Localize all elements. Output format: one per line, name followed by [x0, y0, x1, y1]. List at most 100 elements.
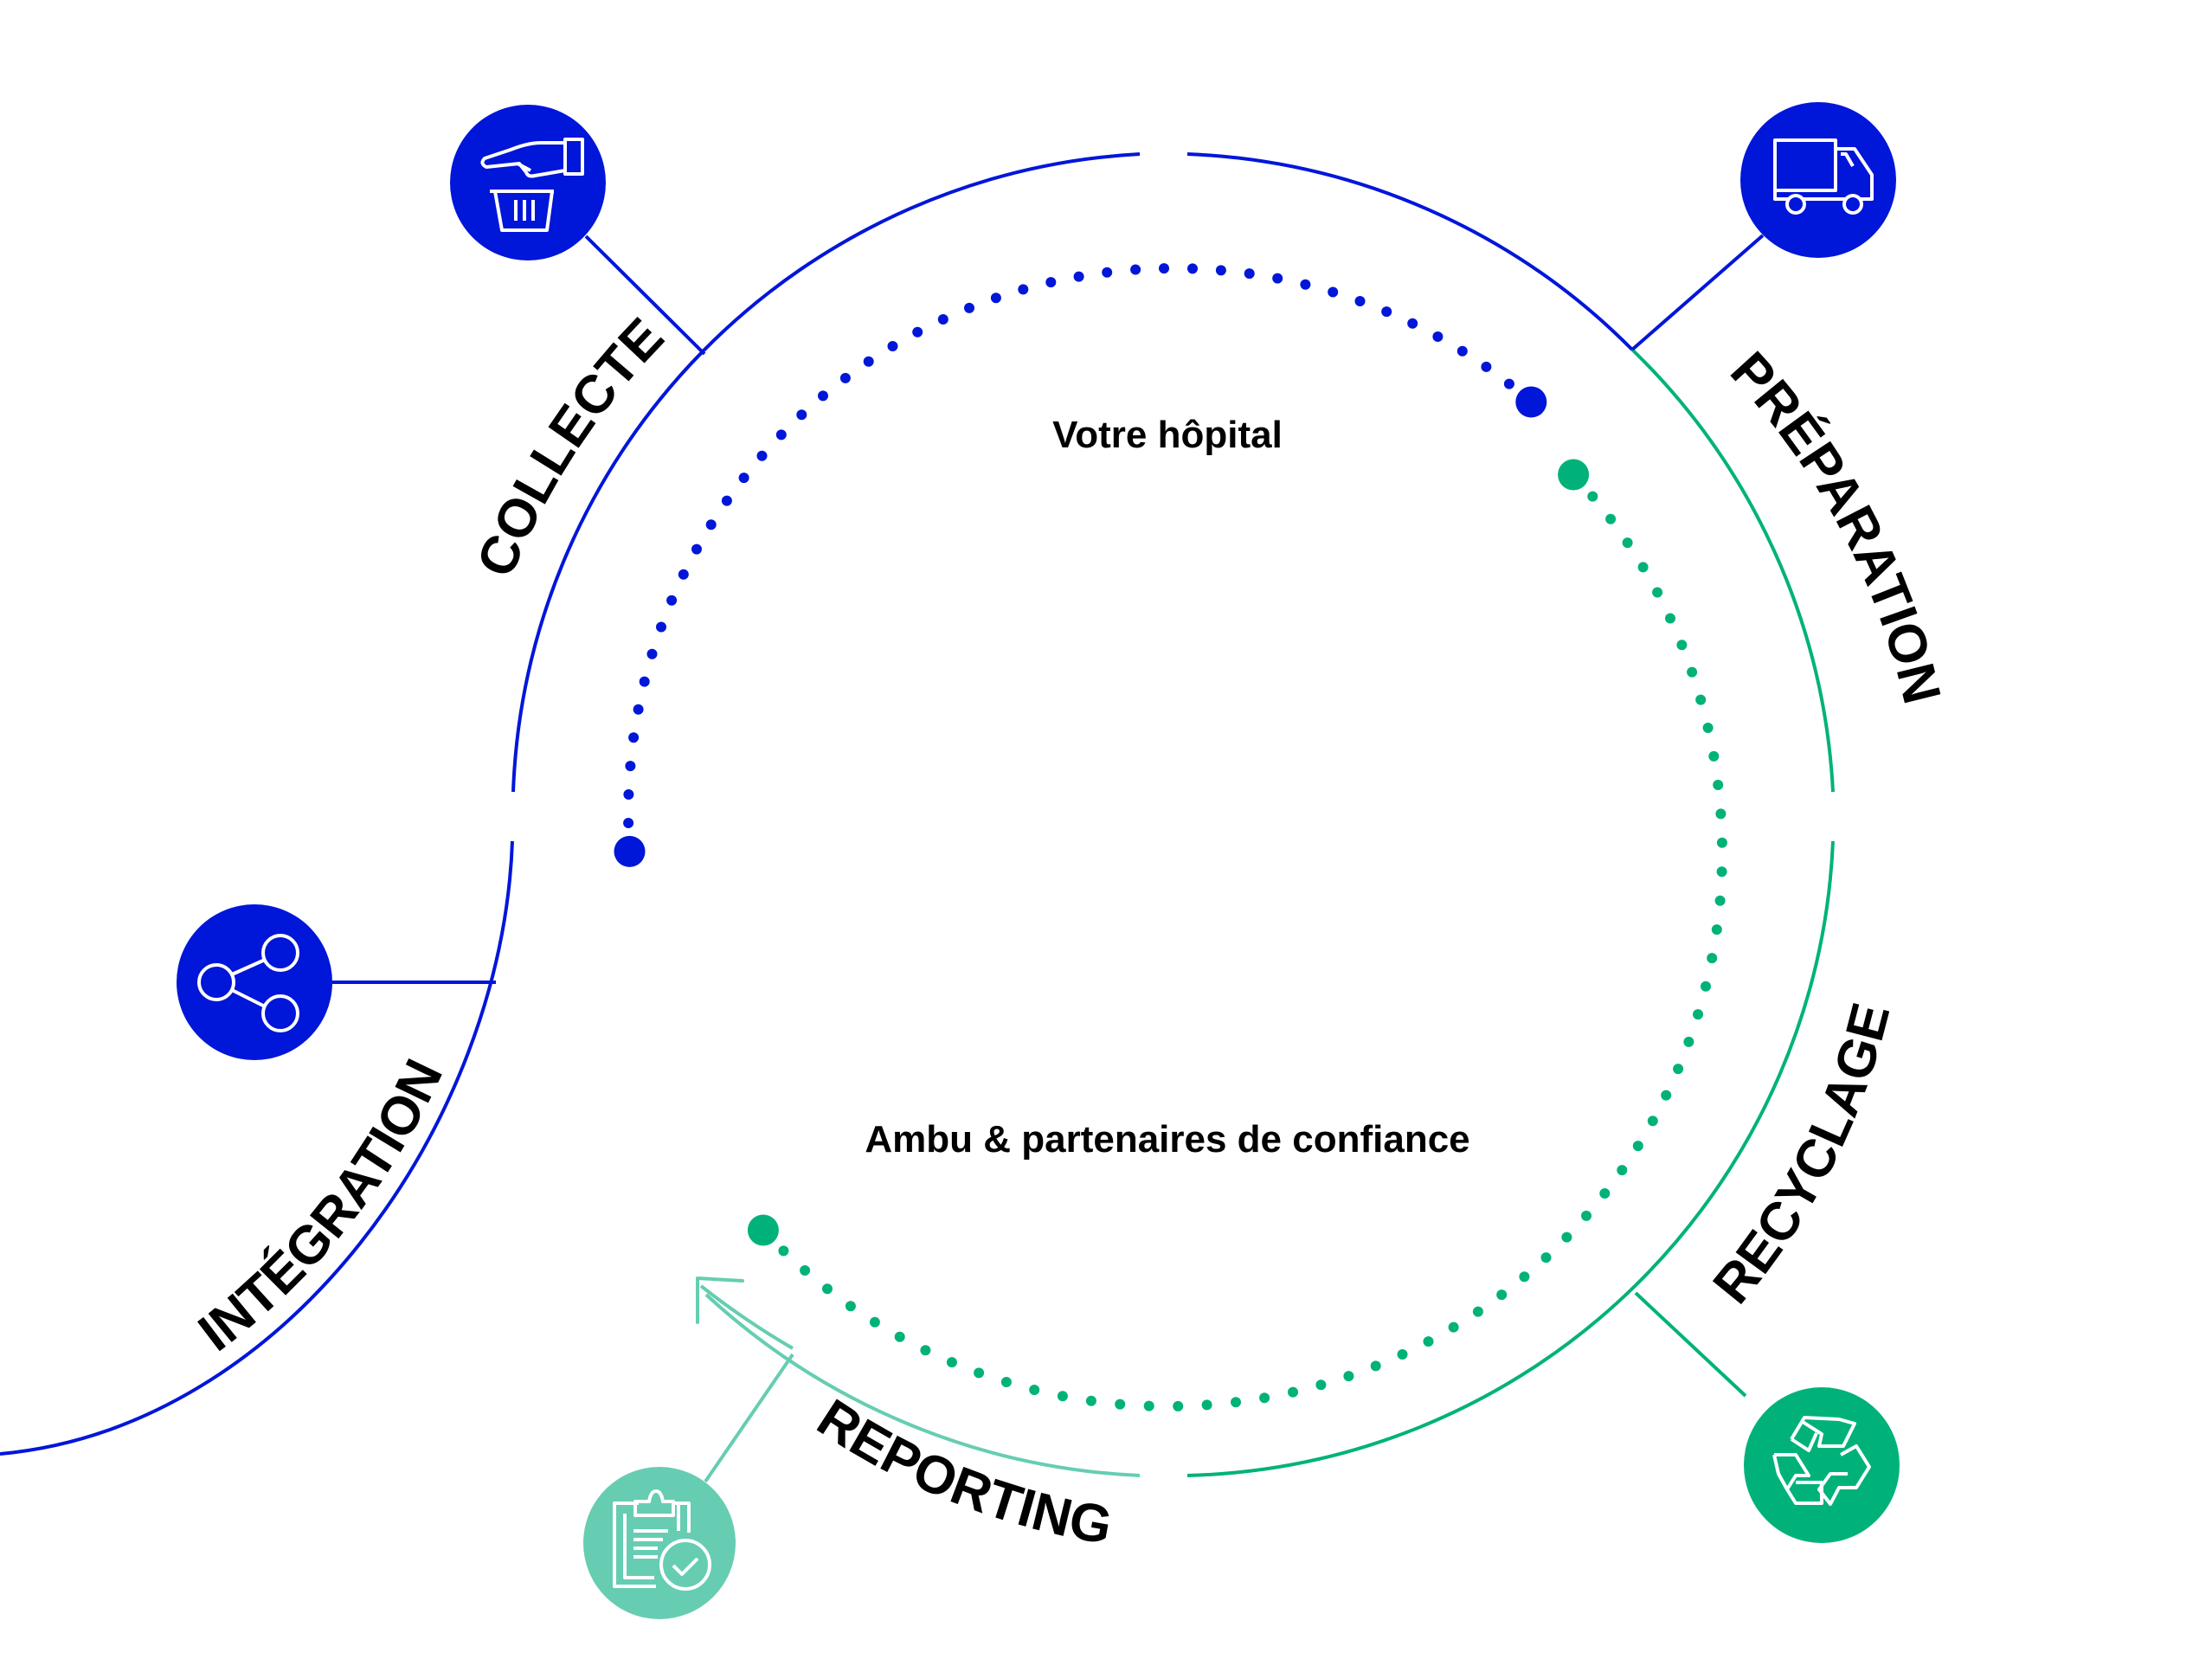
hospital-path-dot [818, 390, 828, 402]
partners-path-dot [1448, 1321, 1459, 1333]
partners-path-dot [1701, 981, 1711, 992]
ring-segment-bottom-right-green [1186, 840, 1835, 1477]
hospital-path-dot [1456, 345, 1468, 357]
partners-path-dot [1519, 1271, 1530, 1283]
hospital-path-dot [639, 676, 650, 687]
partners-path-dot [1173, 1400, 1184, 1411]
clipboard-check-icon [613, 1489, 711, 1591]
hospital-path-dot [1272, 273, 1283, 284]
stage-label-recyclage: RECYCLAGE [1702, 997, 1902, 1315]
stage-node-collecte[interactable] [450, 105, 606, 260]
connector-recyclage [1634, 1291, 1747, 1398]
partners-path-endpoint [747, 1214, 779, 1246]
hospital-path-dot [1130, 264, 1141, 275]
partners-path-dot [1370, 1360, 1381, 1372]
hospital-path-dot [646, 648, 658, 659]
partners-path-dot [1711, 924, 1722, 936]
hospital-path-dot [623, 789, 634, 800]
partners-path-dot [1683, 1036, 1694, 1047]
partners-path-dot [1715, 808, 1727, 820]
partners-path-dot [1702, 723, 1714, 733]
partners-path-dot [1687, 666, 1698, 678]
hospital-path-dot [1244, 268, 1255, 280]
ring-segment-top-right-blue [1186, 152, 1634, 351]
hospital-path-dot [1503, 378, 1514, 389]
partners-path-dot [822, 1283, 833, 1295]
partners-path-dot [1637, 562, 1649, 573]
stage-node-preparation[interactable] [1740, 102, 1896, 258]
partners-path-dot [778, 1245, 789, 1257]
partners-path-dot [1587, 491, 1598, 502]
hospital-path-dot [1187, 263, 1198, 274]
partners-path-dot [1714, 895, 1726, 906]
partners-path-dot [800, 1265, 811, 1276]
ring-segment-top-left [511, 152, 1141, 793]
hospital-path-dot [721, 495, 732, 506]
hospital-path-dot [937, 314, 948, 325]
hospital-path-dot [839, 372, 851, 383]
hand-trash-icon [480, 138, 584, 232]
hospital-path-dot [1481, 361, 1492, 372]
partners-path-dot [1496, 1289, 1508, 1301]
partners-path-dot [1673, 1064, 1684, 1075]
truck-icon [1773, 138, 1874, 215]
partners-path-dot [1676, 640, 1688, 651]
connector-collecte [584, 235, 706, 356]
partners-path-dot [1057, 1391, 1068, 1402]
stage-node-reporting[interactable] [583, 1467, 736, 1619]
partners-path-dot [1632, 1141, 1643, 1152]
partners-path-dot [1397, 1349, 1408, 1360]
partners-path-dot [1000, 1377, 1012, 1387]
partners-path-dot [1652, 587, 1663, 598]
share-network-icon [197, 934, 299, 1032]
partners-path-dot [1288, 1386, 1298, 1398]
hospital-path-dot [1407, 318, 1418, 329]
partners-path-dot [1707, 953, 1718, 964]
center-label-partners: Ambu & partenaires de confiance [865, 1118, 1470, 1161]
partners-path-dot [1115, 1399, 1126, 1410]
partners-path-dot [1315, 1379, 1327, 1391]
hospital-path-dot [990, 293, 1001, 304]
partners-path-dot [1540, 1252, 1552, 1264]
hospital-path-dot [623, 818, 634, 828]
partners-path-dot [1581, 1210, 1591, 1221]
hospital-path-dot [964, 302, 974, 313]
partners-path-dot [1472, 1306, 1483, 1317]
partners-path-dot [1201, 1399, 1212, 1411]
partners-path-dot [845, 1301, 856, 1312]
dotted-path-hospital [614, 263, 1547, 867]
hospital-path-dot [1432, 331, 1444, 342]
hospital-path-dot [691, 543, 702, 555]
partners-path-dot [1343, 1371, 1354, 1382]
partners-path-dot [1561, 1231, 1572, 1243]
stage-node-recyclage[interactable] [1744, 1387, 1900, 1543]
partners-path-dot [1708, 750, 1720, 762]
hospital-path-dot [1354, 296, 1366, 306]
connectors [332, 234, 1765, 1483]
hospital-path-dot [1073, 271, 1084, 282]
ring-segment-right-green [1630, 348, 1835, 793]
partners-path-dot [894, 1331, 905, 1342]
partners-path-dot [869, 1316, 880, 1328]
partners-path-dot [974, 1367, 985, 1379]
partners-path-dot [1599, 1188, 1611, 1199]
partners-path-dot [1713, 780, 1724, 790]
partners-path-dot [1605, 513, 1617, 524]
arrowhead-icon [696, 1276, 744, 1324]
hospital-path-endpoint [1515, 386, 1547, 418]
hospital-path-dot [887, 341, 898, 351]
stage-node-integration[interactable] [177, 904, 332, 1060]
integration-arc [0, 840, 514, 1456]
connector-reporting [704, 1353, 794, 1483]
partners-path-dot [1085, 1395, 1096, 1406]
partners-path-dot [1622, 537, 1633, 549]
recycle-icon [1772, 1416, 1871, 1506]
partners-path-dot [1716, 866, 1727, 878]
hospital-path-dot [628, 732, 640, 743]
hospital-path-dot [1018, 284, 1029, 295]
hospital-path-dot [912, 326, 923, 338]
ring-segment-bottom-left-lightgreen [704, 1293, 1141, 1477]
hospital-path-dot [705, 519, 717, 530]
partners-path-dot [946, 1357, 957, 1368]
